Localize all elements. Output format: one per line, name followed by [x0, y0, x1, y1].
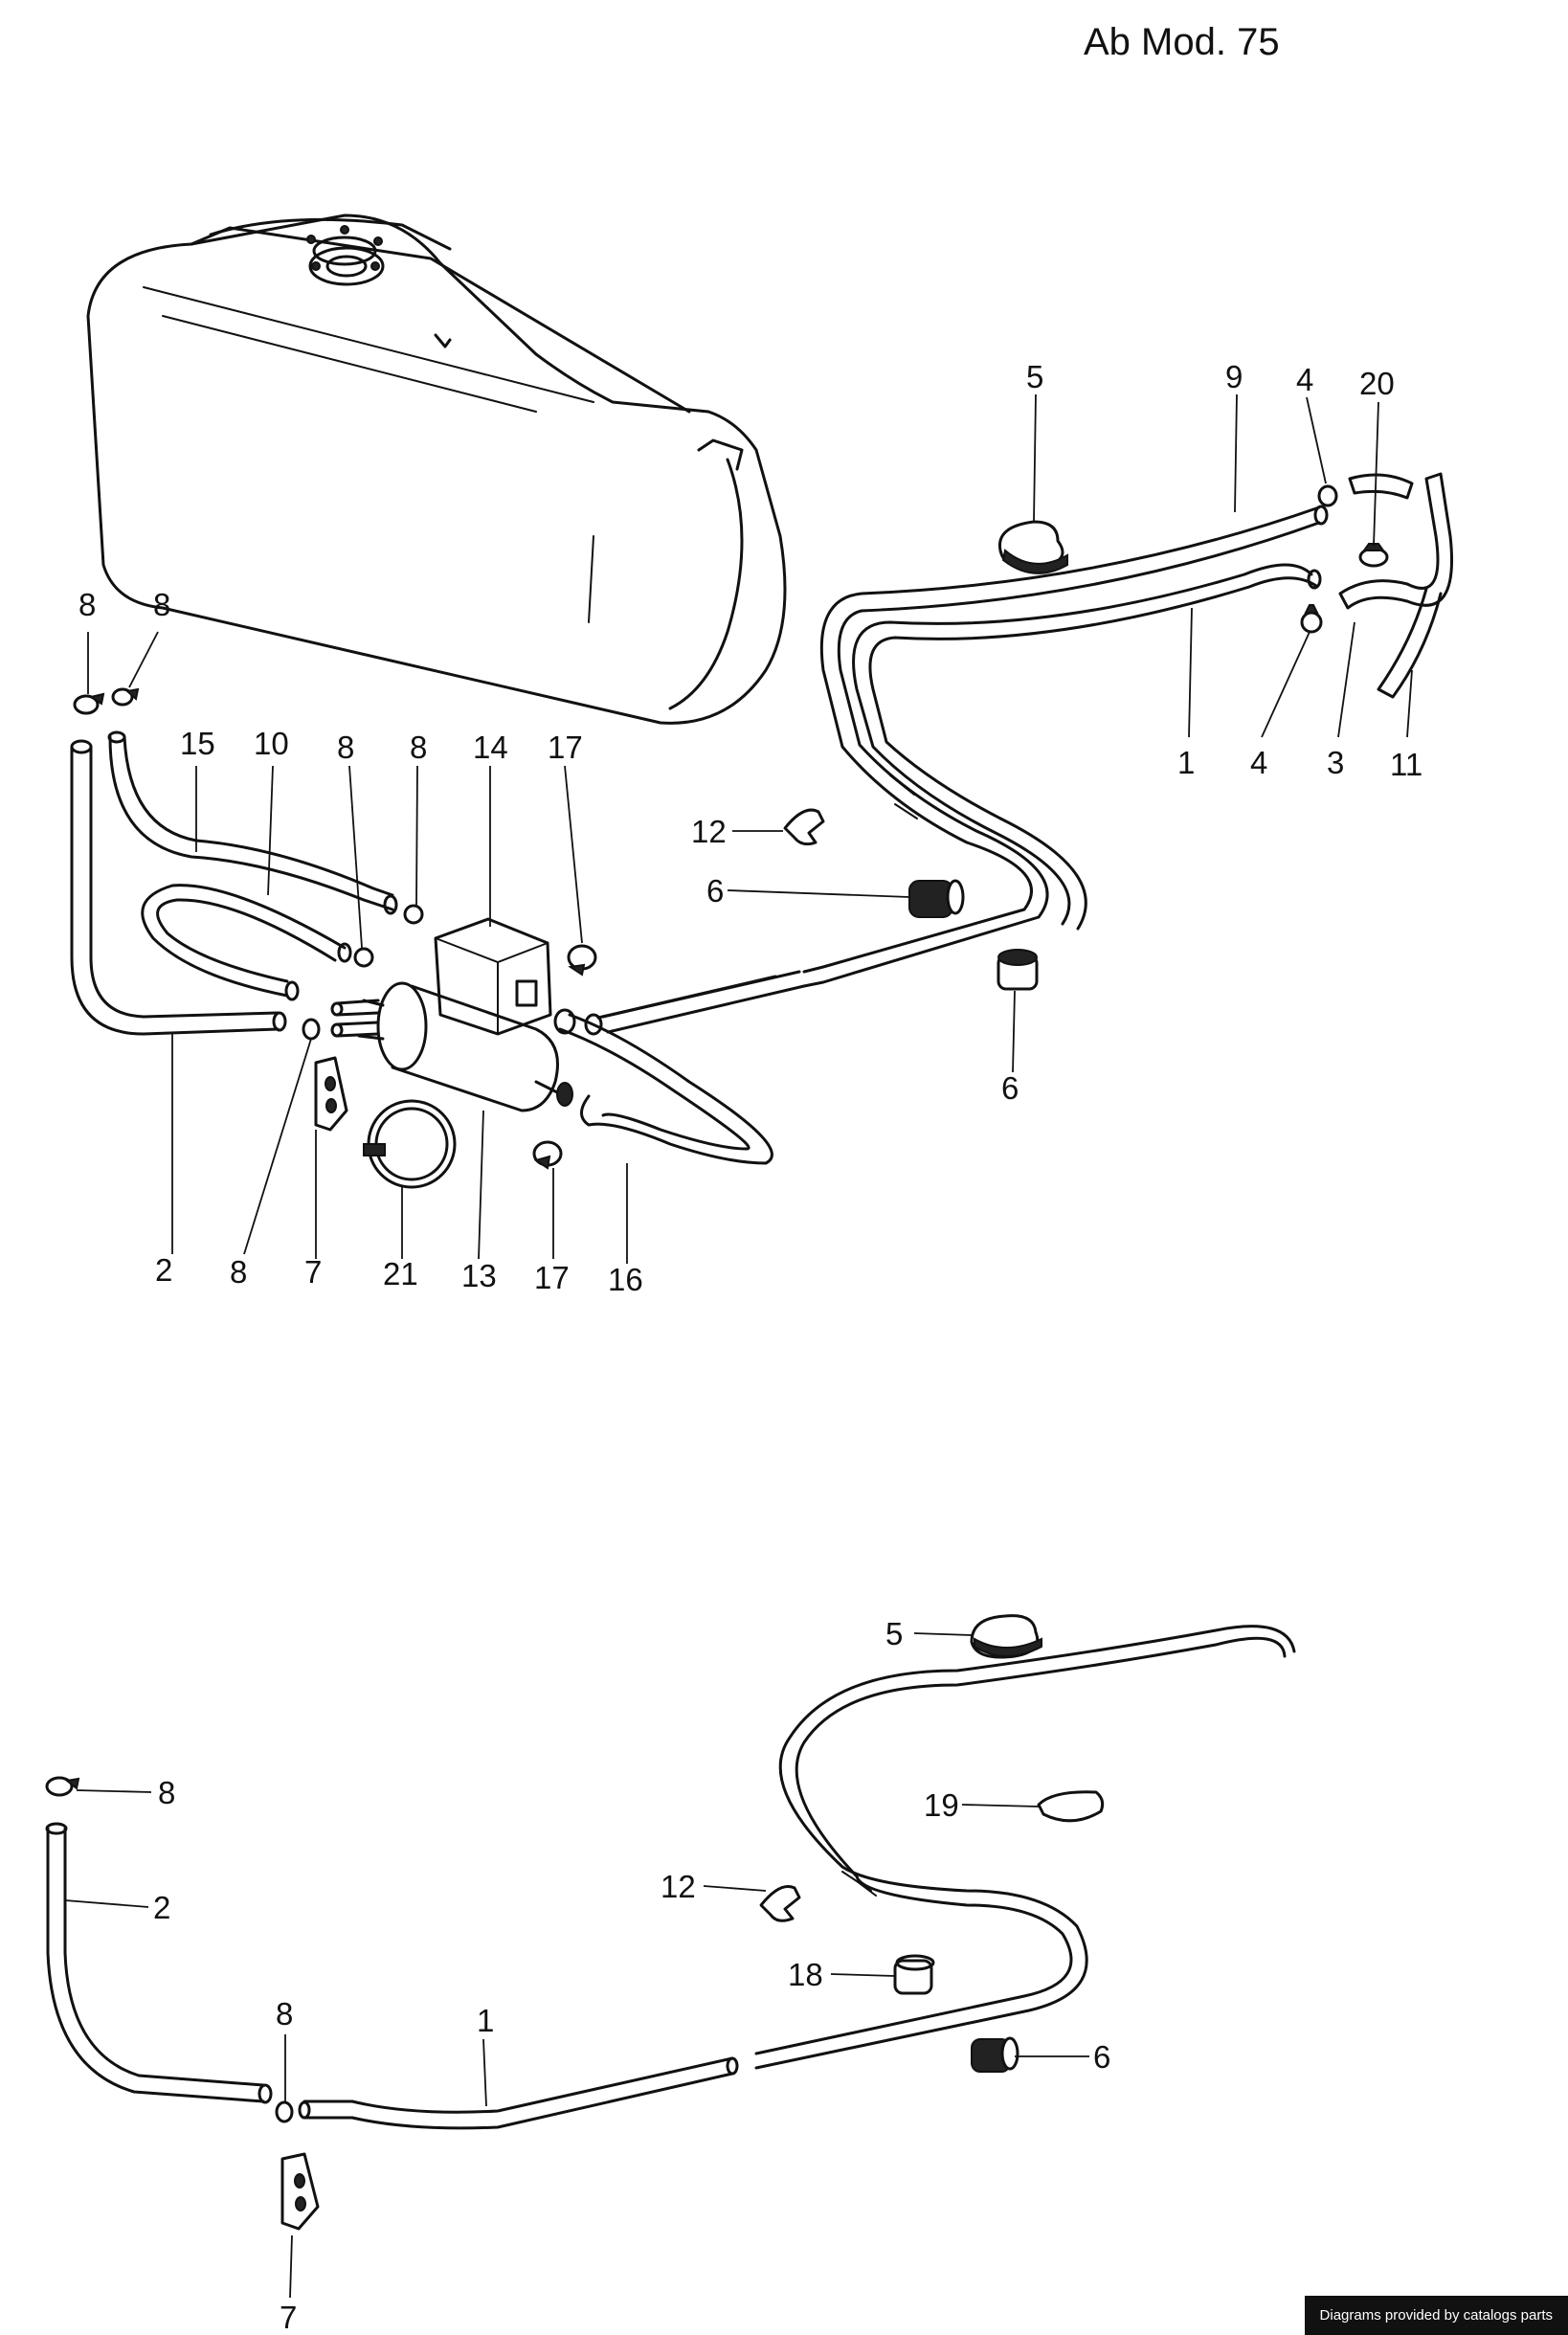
callout-label: 21: [383, 1256, 418, 1291]
hose-clamp-17-lower: [532, 1140, 563, 1170]
hose-clamp-4-upper: [1317, 484, 1338, 507]
hose-2-upper: [70, 739, 287, 1036]
callout-label: 6: [1093, 2039, 1110, 2075]
callout-label: 14: [473, 730, 508, 765]
grommet-5-lower: [970, 1614, 1042, 1659]
hose-clamp-4-lower: [1300, 604, 1323, 634]
leader-lines: [64, 393, 1413, 2299]
fuel-tank: [86, 213, 787, 725]
hose-clamp-8-f: [45, 1776, 80, 1797]
grommet-19: [1037, 1790, 1105, 1823]
filter-bracket-14: [434, 917, 552, 1036]
callout-label: 1: [477, 2003, 494, 2038]
hose-clamp-8-a: [73, 692, 105, 715]
callout-label: 16: [608, 1262, 643, 1297]
callout-label: 2: [155, 1252, 172, 1288]
grommet-6-upper: [908, 879, 965, 918]
clip-12-upper: [783, 808, 825, 846]
grommet-6-lower: [997, 949, 1039, 991]
callout-labels: 5 9 4 20 1 4 3 11 8 8 15 10 8 8 14 17 12…: [78, 359, 1422, 2335]
callout-label: 5: [1026, 359, 1043, 394]
hose-clamp-21: [363, 1099, 457, 1189]
callout-label: 19: [924, 1787, 959, 1823]
callout-label: 11: [1390, 747, 1422, 782]
callout-label: 13: [461, 1258, 497, 1293]
callout-label: 8: [153, 587, 170, 622]
callout-label: 12: [691, 814, 727, 849]
callout-label: 5: [885, 1616, 903, 1651]
hose-9: [802, 505, 1329, 988]
hose-clamp-8-b: [111, 687, 140, 707]
hose-clamp-8-c: [353, 947, 374, 968]
hose-break-mark: [889, 775, 918, 819]
hose-10: [141, 884, 352, 1001]
callout-label: 8: [78, 587, 96, 622]
fuel-line-tube: [584, 970, 806, 1036]
callout-label: 8: [337, 730, 354, 765]
callout-label: 18: [788, 1957, 823, 1992]
callout-label: 9: [1225, 359, 1243, 394]
diagram-credit-badge: Diagrams provided by catalogs parts: [1304, 2296, 1568, 2335]
callout-label: 6: [706, 873, 724, 909]
hose-11: [1377, 587, 1443, 699]
callout-label: 2: [153, 1890, 170, 1925]
clip-12-lower: [759, 1885, 801, 1922]
fuel-line-1-lower: [350, 1625, 1296, 2130]
callout-label: 17: [534, 1260, 570, 1295]
callout-label: 8: [276, 1996, 293, 2032]
hose-16: [553, 1008, 773, 1165]
callout-label: 6: [1001, 1070, 1019, 1106]
grommet-6-bottom: [971, 2036, 1019, 2073]
mounting-plate-7-upper: [314, 1056, 348, 1132]
hose-clamp-8-g: [275, 2100, 294, 2123]
callout-label: 7: [304, 1254, 322, 1290]
hose-nipple-lower: [298, 2099, 354, 2120]
hose-clamp-20: [1358, 543, 1389, 568]
hose-1: [852, 563, 1322, 931]
callout-label: 20: [1359, 366, 1395, 401]
mounting-plate-7-lower: [280, 2152, 320, 2231]
hose-clamp-8-e: [302, 1018, 321, 1041]
callout-label: 4: [1296, 362, 1313, 397]
callout-label: 4: [1250, 745, 1267, 780]
callout-label: 8: [230, 1254, 247, 1290]
callout-label: 8: [158, 1775, 175, 1810]
fuel-filter-13: [357, 981, 573, 1112]
diagram-title: Ab Mod. 75: [1084, 21, 1280, 63]
hose-clamp-8-d: [403, 904, 424, 925]
callout-label: 10: [254, 726, 289, 761]
hose-2-lower: [45, 1822, 273, 2104]
callout-label: 7: [280, 2300, 297, 2335]
grommet-5: [997, 520, 1068, 574]
callout-label: 12: [661, 1869, 696, 1904]
callout-label: 3: [1327, 745, 1344, 780]
callout-label: 17: [548, 730, 583, 765]
hose-3: [1338, 472, 1454, 610]
grommet-18: [893, 1954, 935, 1995]
hose-clamp-17-upper: [567, 944, 597, 977]
callout-label: 8: [410, 730, 427, 765]
hose-nipples: [330, 999, 380, 1038]
callout-label: 15: [180, 726, 215, 761]
callout-label: 1: [1177, 745, 1195, 780]
